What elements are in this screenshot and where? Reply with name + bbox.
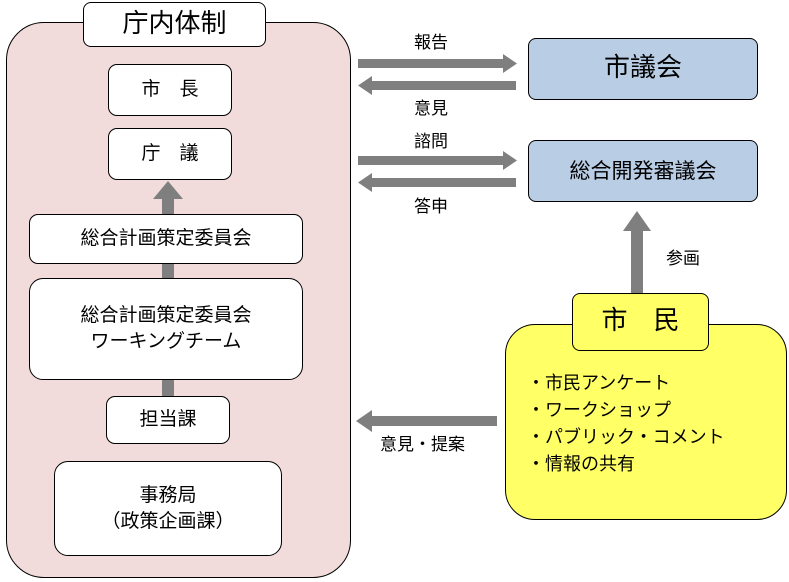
section-label: 担当課: [139, 408, 197, 431]
report-back-label: 答申: [414, 197, 448, 217]
participation-arrow: [623, 211, 651, 295]
secretariat-label: 事務局 （政策企画課）: [101, 483, 235, 532]
section-box: 担当課: [106, 396, 230, 444]
report-back-arrow: [358, 173, 516, 192]
planning-committee-box: 総合計画策定委員会: [29, 214, 303, 264]
mayor-label: 市 長: [141, 78, 199, 101]
citizens-title: 市 民: [572, 293, 709, 351]
citizen-item: ・市民アンケート: [527, 373, 671, 394]
opinion-label: 意見: [414, 99, 448, 119]
report-label: 報告: [414, 33, 448, 53]
office-panel-title-text: 庁内体制: [122, 8, 227, 39]
city-council-box: 市議会: [528, 38, 758, 100]
office-panel-title: 庁内体制: [83, 2, 266, 47]
development-council-box: 総合開発審議会: [528, 140, 758, 202]
citizens-title-text: 市 民: [601, 306, 680, 337]
working-team-box: 総合計画策定委員会 ワーキングチーム: [29, 278, 303, 380]
report-arrow: [358, 54, 517, 73]
citizen-opinion-label: 意見・提案: [380, 435, 465, 455]
citizen-items-list: ・市民アンケート ・ワークショップ ・パブリック・コメント ・情報の共有: [527, 370, 725, 478]
council-meeting-label: 庁 議: [141, 142, 199, 165]
secretariat-box: 事務局 （政策企画課）: [54, 461, 282, 556]
development-council-label: 総合開発審議会: [569, 158, 717, 183]
citizen-item: ・情報の共有: [527, 454, 635, 475]
working-team-label: 総合計画策定委員会 ワーキングチーム: [80, 304, 252, 352]
consultation-label: 諮問: [414, 132, 448, 152]
city-council-label: 市議会: [603, 53, 682, 84]
mayor-box: 市 長: [108, 64, 232, 116]
citizen-panel: [505, 324, 787, 520]
citizen-item: ・ワークショップ: [527, 400, 671, 421]
consultation-arrow: [358, 151, 517, 170]
opinion-arrow: [358, 76, 516, 95]
council-meeting-box: 庁 議: [108, 128, 232, 180]
citizen-item: ・パブリック・コメント: [527, 427, 725, 448]
participation-label: 参画: [666, 249, 700, 269]
citizen-opinion-arrow: [356, 410, 497, 432]
planning-committee-label: 総合計画策定委員会: [80, 227, 252, 250]
